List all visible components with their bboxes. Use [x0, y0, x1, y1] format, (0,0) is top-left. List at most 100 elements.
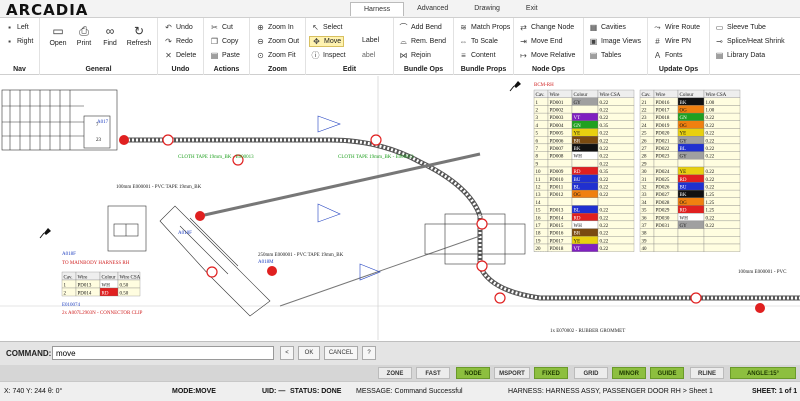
table-cell-text: PD013: [550, 209, 564, 214]
zoom-out-button[interactable]: ⊖Zoom Out: [256, 37, 299, 46]
toggle-rline[interactable]: RLINE: [690, 367, 724, 379]
toggle-fixed[interactable]: FIXED: [534, 367, 568, 379]
table-header-text: Wire: [656, 93, 667, 98]
toggle-zone[interactable]: ZONE: [378, 367, 412, 379]
node[interactable]: [206, 266, 218, 278]
rejoin-button[interactable]: ⋈Rejoin: [399, 51, 431, 60]
tab-harness[interactable]: Harness: [350, 2, 405, 16]
drawing-canvas[interactable]: 7 23: [0, 76, 800, 340]
tab-advanced[interactable]: Advanced: [417, 5, 449, 12]
toggle-guide[interactable]: GUIDE: [650, 367, 684, 379]
table-cell-text: PD001: [550, 101, 564, 106]
table-cell-text: OG: [680, 201, 688, 206]
command-back-button[interactable]: <: [280, 346, 294, 360]
toggle-minor[interactable]: MINOR: [612, 367, 646, 379]
label-button[interactable]: Label: [362, 37, 379, 44]
nav-right-button[interactable]: ▪Right: [5, 37, 33, 46]
delete-button[interactable]: ✕Delete: [164, 51, 196, 60]
toggle-angle[interactable]: ANGLE:15°: [730, 367, 796, 379]
match-props-button[interactable]: ≋Match Props: [459, 23, 510, 32]
toggle-grid[interactable]: GRID: [574, 367, 608, 379]
table-cell-text: 21: [642, 101, 648, 106]
connector-outline-left[interactable]: [1, 89, 118, 151]
move-button[interactable]: ✥Move: [309, 36, 345, 47]
library-data-button[interactable]: ▤Library Data: [715, 51, 765, 60]
splice-button[interactable]: ⊸Splice/Heat Shrink: [715, 37, 784, 46]
node[interactable]: [476, 218, 488, 230]
table-cell-text: PD005: [550, 132, 564, 137]
connector-e010074[interactable]: [107, 205, 147, 252]
tab-drawing[interactable]: Drawing: [474, 5, 500, 12]
redo-button[interactable]: ↷Redo: [164, 37, 193, 46]
node[interactable]: [370, 134, 382, 146]
to-scale-button[interactable]: ⇔To Scale: [459, 37, 498, 46]
paste-button[interactable]: ▤Paste: [210, 51, 240, 60]
command-help-button[interactable]: ?: [362, 346, 376, 360]
copy-button[interactable]: ❐Copy: [210, 37, 238, 46]
rem-bend-button[interactable]: ⌓Rem. Bend: [399, 37, 446, 46]
node[interactable]: [119, 135, 129, 145]
toggle-msport[interactable]: MSPORT: [494, 367, 530, 379]
zoom-in-button[interactable]: ⊕Zoom In: [256, 23, 294, 32]
toggle-fast[interactable]: FAST: [416, 367, 450, 379]
wire-pn-button[interactable]: #Wire PN: [653, 37, 691, 46]
tab-exit[interactable]: Exit: [525, 5, 538, 12]
node[interactable]: [195, 211, 205, 221]
move-end-label: Move End: [531, 38, 563, 45]
node[interactable]: [476, 260, 488, 272]
nav-left-button[interactable]: ▪Left: [5, 23, 29, 32]
open-button[interactable]: ▭Open: [46, 24, 70, 47]
table-cell-text: 8: [536, 155, 539, 160]
content-label: Content: [471, 52, 496, 59]
table-cell: [547, 159, 573, 168]
table-cell-text: 0.22: [706, 216, 715, 221]
toggle-node[interactable]: NODE: [456, 367, 490, 379]
undo-button[interactable]: ↶Undo: [164, 23, 193, 32]
connector-clip-a018f[interactable]: [159, 205, 271, 317]
table-header-text: Wire CSA: [120, 275, 141, 280]
tables-button[interactable]: ▤Tables: [589, 51, 622, 60]
rubber-grommet[interactable]: [424, 213, 526, 265]
add-bend-button[interactable]: ⌒Add Bend: [399, 23, 442, 32]
move-relative-button[interactable]: ↦Move Relative: [519, 51, 575, 60]
table-cell-text: PD011: [550, 186, 564, 191]
nodes[interactable]: [119, 134, 765, 313]
group-title-bundle-ops: Bundle Ops: [403, 66, 444, 73]
print-button[interactable]: ⎙Print: [72, 24, 96, 47]
table-cell-text: 0.22: [706, 155, 715, 160]
printer-icon: ⎙: [79, 24, 89, 38]
sleeve-tube-button[interactable]: ▭Sleeve Tube: [715, 23, 766, 32]
move-end-button[interactable]: ⇥Move End: [519, 37, 563, 46]
table-cell-text: PD015: [550, 224, 564, 229]
table-cell-text: 36: [642, 216, 648, 221]
node[interactable]: [267, 266, 277, 276]
command-input[interactable]: [52, 346, 274, 360]
node[interactable]: [690, 292, 702, 304]
table-cell-text: BU: [574, 178, 581, 183]
image-views-button[interactable]: ▣Image Views: [589, 37, 641, 46]
find-button[interactable]: ∞Find: [98, 24, 122, 47]
node[interactable]: [494, 292, 506, 304]
harness-drawing[interactable]: 7 23: [0, 76, 800, 340]
node[interactable]: [232, 154, 244, 166]
wire-route-button[interactable]: ⤳Wire Route: [653, 23, 700, 32]
zoom-fit-button[interactable]: ⊙Zoom Fit: [256, 51, 295, 60]
command-ok-button[interactable]: OK: [298, 346, 320, 360]
change-node-button[interactable]: ⇄Change Node: [519, 23, 574, 32]
content-button[interactable]: ≡Content: [459, 51, 496, 60]
select-button[interactable]: ↖Select: [311, 23, 342, 32]
bundle-markers[interactable]: [317, 115, 381, 281]
command-cancel-button[interactable]: CANCEL: [324, 346, 358, 360]
label-field[interactable]: abel: [362, 52, 375, 59]
cavities-button[interactable]: ▦Cavities: [589, 23, 626, 32]
node[interactable]: [162, 134, 174, 146]
node[interactable]: [755, 303, 765, 313]
cut-button[interactable]: ✂Cut: [210, 23, 233, 32]
refresh-button[interactable]: ↻Refresh: [124, 24, 154, 47]
table-cell-text: 0.22: [706, 186, 715, 191]
